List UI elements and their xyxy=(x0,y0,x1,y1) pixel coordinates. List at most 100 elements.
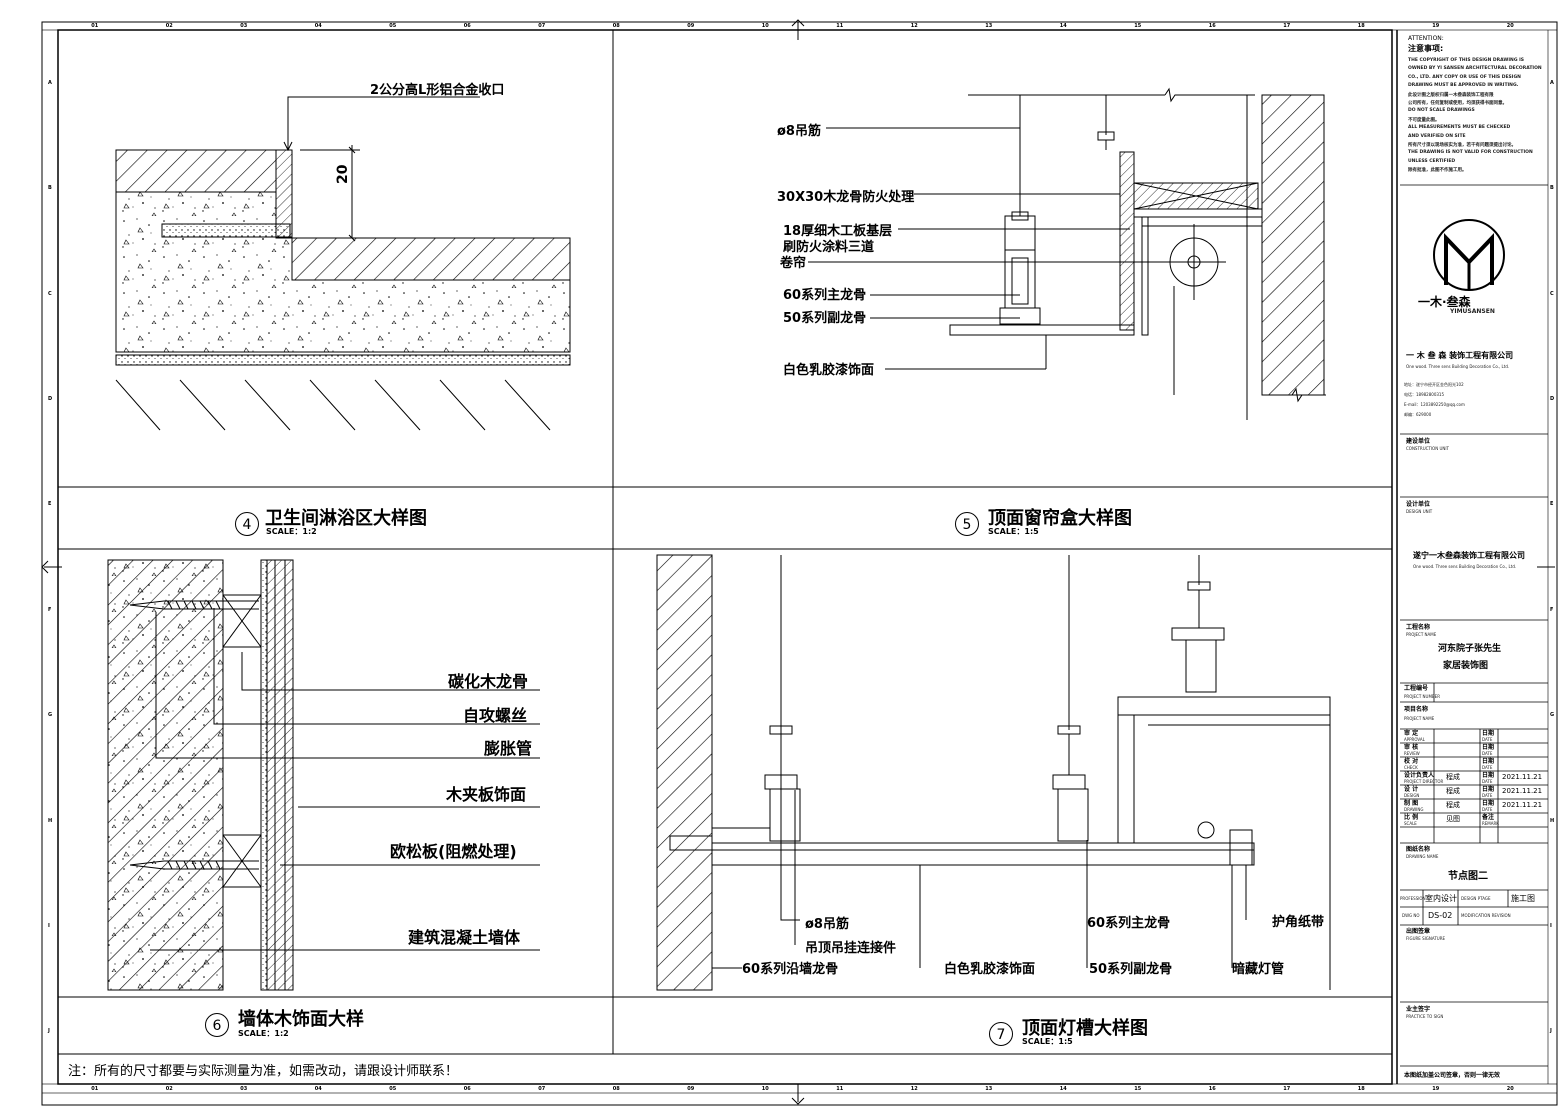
company-en: One wood. Three sens Building Decoration… xyxy=(1406,364,1510,369)
grid-number-bottom: 13 xyxy=(985,1086,993,1092)
detail5-label-5: 60系列主龙骨 xyxy=(783,288,867,303)
company-email: E-mail：1203892250@qq.com xyxy=(1404,402,1465,407)
signoff-date: 2021.11.21 xyxy=(1502,787,1543,795)
grid-number-bottom: 03 xyxy=(240,1086,248,1092)
attention-line: DO NOT SCALE DRAWINGS xyxy=(1408,108,1475,114)
grid-number-bottom: 07 xyxy=(538,1086,546,1092)
signoff-date-label: 日期 xyxy=(1482,772,1495,779)
attention-line: THE COPYRIGHT OF THIS DESIGN DRAWING IS xyxy=(1408,58,1524,63)
grid-number-top: 16 xyxy=(1208,23,1216,29)
grid-number-top: 13 xyxy=(985,23,993,29)
detail5-label-2: 18厚细木工板基层 xyxy=(783,224,893,239)
detail7-label-1: 吊顶吊挂连接件 xyxy=(805,941,897,956)
signoff-role-en: DRAWING xyxy=(1404,807,1424,812)
grid-number-bottom: 11 xyxy=(836,1086,844,1092)
grid-letter-right: G xyxy=(1550,712,1555,719)
sign-cn: 出图签章 xyxy=(1406,928,1431,935)
grid-number-top: 03 xyxy=(240,23,248,29)
detail6-number: 6 xyxy=(205,1013,229,1037)
drawing-name: 节点图二 xyxy=(1448,871,1488,882)
signoff-date-label: 日期 xyxy=(1482,744,1495,751)
detail7-label-7: 暗藏灯管 xyxy=(1232,962,1285,977)
grid-number-bottom: 06 xyxy=(463,1086,471,1092)
detail5-label-3: 刷防火涂料三道 xyxy=(783,240,875,255)
detail7-label-6: 护角纸带 xyxy=(1272,915,1325,930)
footer-validity: 本图纸加盖公司签章，否则一律无效 xyxy=(1404,1072,1501,1079)
signoff-role: 设 计 xyxy=(1404,786,1419,793)
attention-cn: 注意事项: xyxy=(1408,44,1444,53)
detail6-scale: SCALE：1:2 xyxy=(238,1029,289,1038)
project-no-cn: 工程编号 xyxy=(1404,685,1429,692)
project-no-en: PROJECT NUMBER xyxy=(1404,694,1440,699)
attention-line: THE DRAWING IS NOT VALID FOR CONSTRUCTIO… xyxy=(1408,150,1533,156)
detail5-label-1: 30X30木龙骨防火处理 xyxy=(777,190,915,205)
signoff-role-en: CHECK xyxy=(1404,765,1418,770)
detail7-scale: SCALE：1:5 xyxy=(1022,1037,1073,1046)
detail5-title: 顶面窗帘盒大样图 xyxy=(988,508,1132,529)
grid-number-bottom: 10 xyxy=(761,1086,769,1092)
company-tel: 电话：18982800315 xyxy=(1404,392,1444,397)
grid-number-bottom: 01 xyxy=(91,1086,99,1092)
grid-letter-left: H xyxy=(48,817,53,824)
detail4-number: 4 xyxy=(235,512,259,536)
sign-en: FIGURE SIGNATURE xyxy=(1406,936,1445,941)
profession: 室内设计 xyxy=(1425,894,1457,903)
detail6-label-2: 膨胀管 xyxy=(484,739,533,758)
grid-number-bottom: 12 xyxy=(910,1086,918,1092)
detail7-label-0: ø8吊筋 xyxy=(805,917,849,932)
grid-number-bottom: 05 xyxy=(389,1086,397,1092)
grid-letter-left: D xyxy=(48,395,53,402)
grid-letter-right: B xyxy=(1550,185,1554,192)
attention-line: 公司所有，任何复制或使用，均须获得书面同意。 xyxy=(1408,101,1507,106)
detail4-scale: SCALE：1:2 xyxy=(266,527,317,536)
sheet-note: 注：所有的尺寸都要与实际测量为准，如需改动，请跟设计师联系！ xyxy=(68,1064,459,1079)
signoff-role: 设计负责人 xyxy=(1404,772,1435,779)
dwg-no: DS-02 xyxy=(1428,911,1453,920)
grid-letter-left: B xyxy=(48,185,52,192)
grid-number-top: 07 xyxy=(538,23,546,29)
attention-line: OWNED BY YI SANSEN ARCHITECTURAL DECORAT… xyxy=(1408,66,1542,72)
grid-letter-right: A xyxy=(1550,79,1554,86)
detail6-label-4: 欧松板(阻燃处理) xyxy=(390,842,517,861)
detail7-number: 7 xyxy=(989,1022,1013,1046)
grid-number-bottom: 02 xyxy=(165,1086,173,1092)
signoff-date-label: 日期 xyxy=(1482,800,1495,807)
grid-letter-left: I xyxy=(48,922,50,929)
detail5-label-4: 卷帘 xyxy=(780,256,807,271)
detail4-label-aluminium-trim: 2公分高L形铝合金收口 xyxy=(370,83,505,98)
design-company-cn: 遂宁一木叁森装饰工程有限公司 xyxy=(1413,551,1525,560)
grid-letter-right: I xyxy=(1550,922,1552,929)
project-line1: 河东院子张先生 xyxy=(1438,644,1502,654)
phase: 施工图 xyxy=(1511,894,1535,903)
logo-cn: 一木·叁森 xyxy=(1418,295,1471,309)
grid-number-top: 12 xyxy=(910,23,918,29)
grid-number-top: 09 xyxy=(687,23,695,29)
detail5-label-7: 白色乳胶漆饰面 xyxy=(783,363,875,378)
detail6-drawing xyxy=(107,559,540,991)
phase-en: DESIGN PTAGE xyxy=(1461,896,1491,901)
grid-letter-left: J xyxy=(48,1028,50,1035)
detail4-drawing xyxy=(115,96,571,431)
logo-en: YIMUSANSEN xyxy=(1450,308,1495,315)
signoff-date-label-en: DATE xyxy=(1482,737,1493,742)
design-unit-en: DESIGN UNIT xyxy=(1406,509,1433,514)
grid-letter-right: C xyxy=(1550,290,1554,297)
signoff-date-label: 日期 xyxy=(1482,786,1495,793)
drawing-name-en: DRAWING NAME xyxy=(1406,854,1439,859)
grid-number-top: 17 xyxy=(1283,23,1291,29)
grid-number-bottom: 16 xyxy=(1208,1086,1216,1092)
grid-letter-left: A xyxy=(48,79,52,86)
company-cn: 一 木 叁 森 装饰工程有限公司 xyxy=(1406,351,1514,360)
signoff-date-label: 日期 xyxy=(1482,758,1495,765)
signoff-name: 见图 xyxy=(1446,815,1460,823)
item-name-cn: 项目名称 xyxy=(1404,706,1429,713)
signoff-date-label: 日期 xyxy=(1482,730,1495,737)
design-company-en: One wood. Three sens Building Decoration… xyxy=(1413,564,1517,569)
grid-number-top: 20 xyxy=(1506,23,1514,29)
grid-number-bottom: 18 xyxy=(1357,1086,1365,1092)
grid-number-bottom: 17 xyxy=(1283,1086,1291,1092)
grid-number-top: 10 xyxy=(761,23,769,29)
signoff-name: 程成 xyxy=(1446,787,1460,795)
attention-line: ALL MEASUREMENTS MUST BE CHECKED xyxy=(1408,125,1511,131)
